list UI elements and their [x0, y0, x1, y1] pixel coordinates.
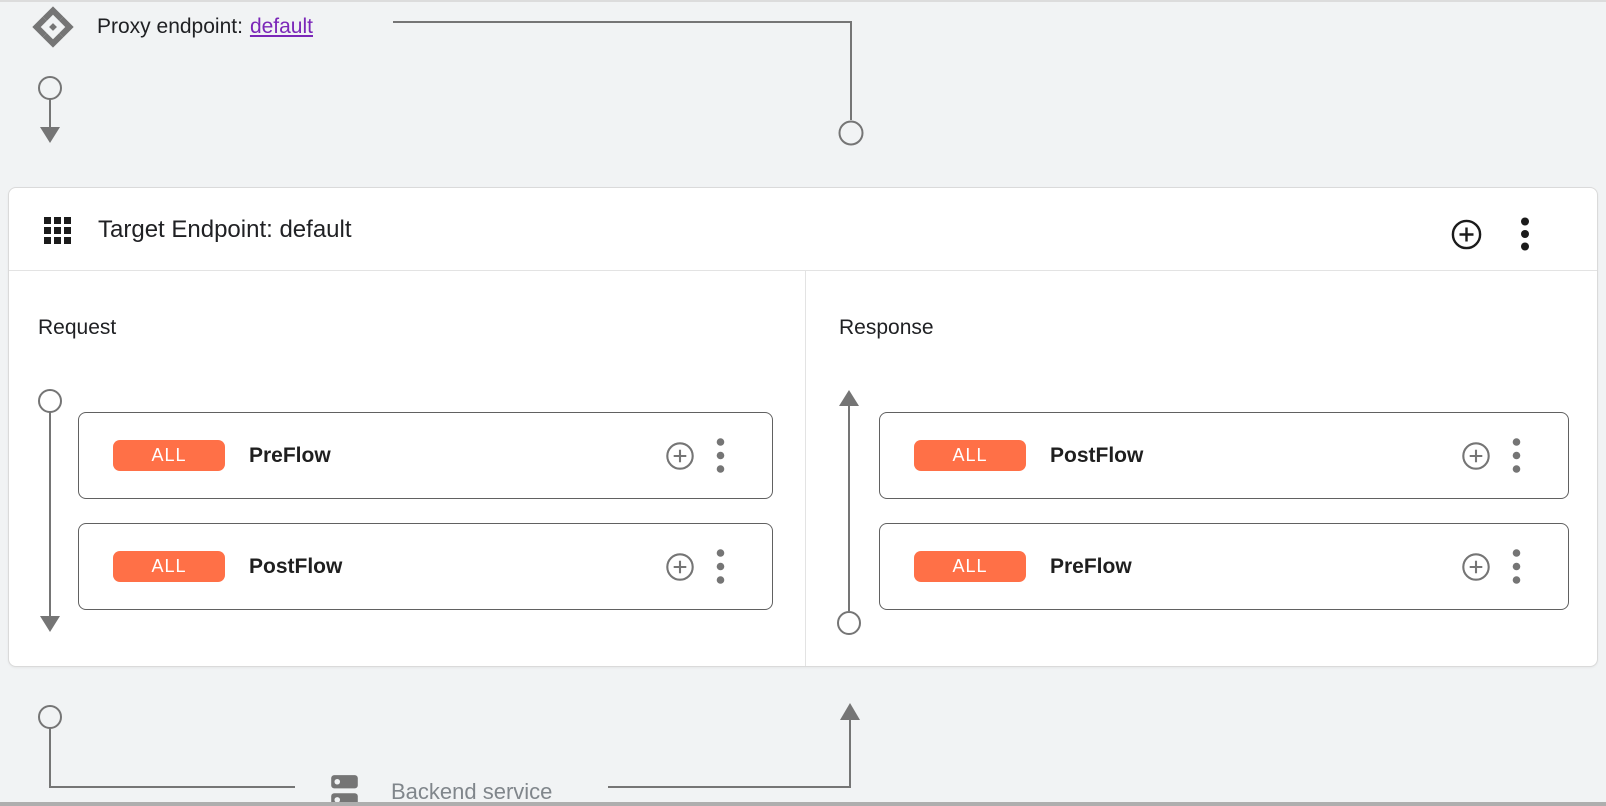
proxy-to-target-connector — [393, 21, 852, 120]
target-to-backend-connector — [49, 728, 295, 788]
more-vert-icon[interactable] — [1517, 217, 1533, 251]
target-endpoint-header: Target Endpoint: default — [44, 204, 352, 256]
flow-name: PreFlow — [1050, 554, 1132, 578]
flow-name: PostFlow — [1050, 443, 1144, 467]
add-circle-icon[interactable] — [1450, 218, 1483, 251]
proxy-endpoint-icon — [30, 4, 76, 50]
arrow-up-icon — [840, 703, 860, 720]
proxy-endpoint-row: Proxy endpoint: default — [30, 4, 313, 50]
backend-service-label: Backend service — [391, 779, 553, 804]
request-response-divider — [805, 271, 806, 666]
flow-card-response-postflow[interactable]: ALL PostFlow — [879, 412, 1569, 499]
more-vert-icon[interactable] — [713, 548, 728, 585]
response-panel-title: Response — [839, 316, 934, 339]
request-panel-title: Request — [38, 316, 117, 339]
add-circle-icon[interactable] — [665, 441, 695, 471]
flow-card-response-preflow[interactable]: ALL PreFlow — [879, 523, 1569, 610]
flow-condition-badge: ALL — [914, 551, 1026, 582]
more-vert-icon[interactable] — [1509, 548, 1524, 585]
add-circle-icon[interactable] — [665, 552, 695, 582]
flow-condition-badge: ALL — [113, 551, 225, 582]
add-circle-icon[interactable] — [1461, 552, 1491, 582]
flow-card-request-postflow[interactable]: ALL PostFlow — [78, 523, 773, 610]
flow-name: PreFlow — [249, 443, 331, 467]
flow-condition-badge: ALL — [113, 440, 225, 471]
header-divider — [9, 270, 1597, 271]
more-vert-icon[interactable] — [713, 437, 728, 474]
proxy-endpoint-label: Proxy endpoint: — [97, 15, 243, 38]
backend-service-row: Backend service — [330, 775, 552, 806]
pane-bottom-border — [0, 802, 1606, 806]
connector-end-circle — [838, 120, 864, 146]
add-circle-icon[interactable] — [1461, 441, 1491, 471]
target-endpoint-actions — [1450, 210, 1533, 258]
target-endpoint-title: Target Endpoint: default — [98, 216, 352, 243]
proxy-endpoint-default-link[interactable]: default — [249, 15, 313, 38]
flow-name: PostFlow — [249, 554, 343, 578]
more-vert-icon[interactable] — [1509, 437, 1524, 474]
backend-to-response-connector — [608, 720, 851, 788]
pane-top-border — [0, 0, 1606, 2]
flow-card-request-preflow[interactable]: ALL PreFlow — [78, 412, 773, 499]
flow-condition-badge: ALL — [914, 440, 1026, 471]
target-out-circle — [38, 705, 62, 729]
apps-grid-icon — [44, 216, 71, 244]
arrow-down-icon — [40, 127, 60, 143]
connector-start-circle — [38, 76, 62, 100]
